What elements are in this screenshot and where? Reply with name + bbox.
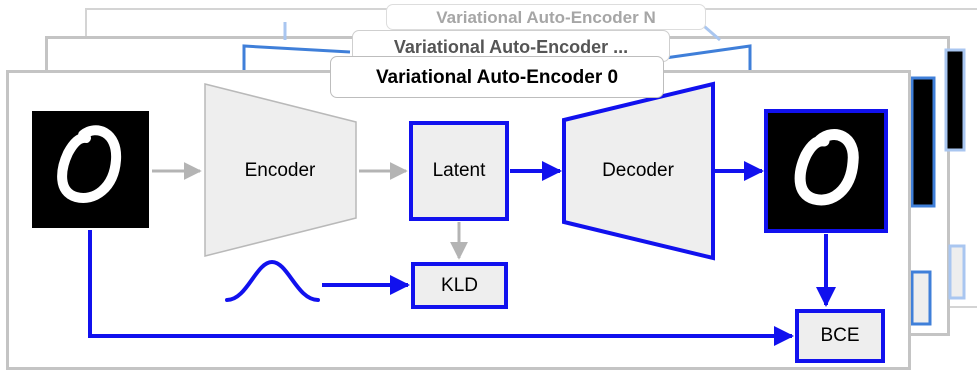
encoder-label: Encoder xyxy=(244,160,316,181)
vae-n-title: Variational Auto-Encoder N xyxy=(436,8,656,27)
decoder-block xyxy=(562,81,715,261)
vae-n-bce-box xyxy=(948,244,966,300)
kld-label: KLD xyxy=(441,274,478,296)
vae-n-output-box xyxy=(944,48,966,152)
output-image xyxy=(764,109,888,233)
vae-0-title-tab: Variational Auto-Encoder 0 xyxy=(330,56,664,98)
decoder-label: Decoder xyxy=(602,160,674,181)
vae-mid-bce-box xyxy=(910,270,932,326)
encoder-block xyxy=(204,83,357,257)
vae-mid-encoder-edge xyxy=(242,44,351,70)
input-image xyxy=(32,111,149,228)
kld-box: KLD xyxy=(411,262,508,309)
latent-label: Latent xyxy=(432,160,486,181)
vae-0-title: Variational Auto-Encoder 0 xyxy=(375,67,619,88)
vae-mid-title: Variational Auto-Encoder ... xyxy=(393,37,629,57)
bce-label: BCE xyxy=(820,325,860,346)
vae-mid-output-box xyxy=(910,76,936,208)
input-to-bce-arrow xyxy=(88,230,794,346)
vae-n-title-tab: Variational Auto-Encoder N xyxy=(386,4,706,30)
vae-mid-decoder-edge xyxy=(664,44,752,70)
bce-box: BCE xyxy=(795,309,885,363)
gaussian-curve-icon xyxy=(225,259,320,302)
latent-box: Latent xyxy=(409,121,509,221)
